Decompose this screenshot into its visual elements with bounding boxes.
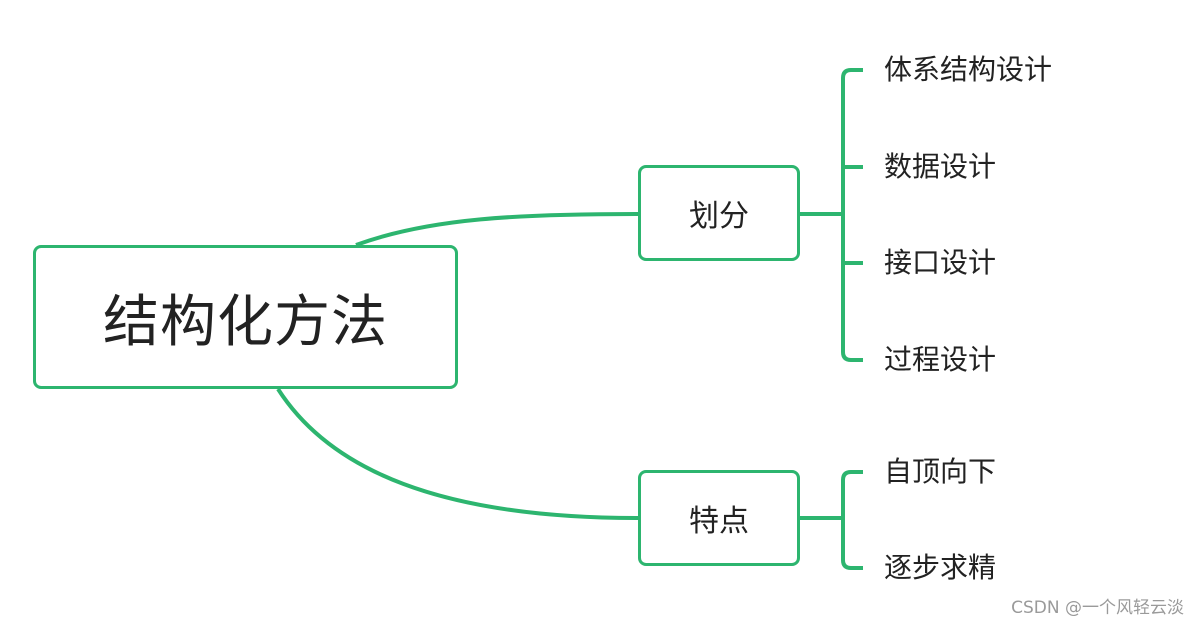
connector-branch-1-bracket <box>841 68 863 362</box>
connector-root-to-branch-1 <box>355 212 639 247</box>
root-node[interactable]: 结构化方法 <box>33 245 458 389</box>
leaf-architecture-design[interactable]: 体系结构设计 <box>884 53 1053 86</box>
leaf-data-design[interactable]: 数据设计 <box>884 150 997 183</box>
connector-branch-2-bracket <box>841 470 863 570</box>
branch-node-features[interactable]: 特点 <box>638 470 800 566</box>
leaf-process-design[interactable]: 过程设计 <box>884 343 997 376</box>
leaf-stepwise-refinement[interactable]: 逐步求精 <box>884 551 997 584</box>
branch-node-label: 划分 <box>689 199 749 234</box>
watermark: CSDN @一个风轻云淡 <box>1011 598 1184 618</box>
leaf-top-down[interactable]: 自顶向下 <box>884 455 997 488</box>
root-node-label: 结构化方法 <box>103 289 388 355</box>
leaf-interface-design[interactable]: 接口设计 <box>884 246 997 279</box>
connector-root-to-branch-2 <box>276 387 639 520</box>
branch-node-label: 特点 <box>689 504 749 539</box>
branch-node-division[interactable]: 划分 <box>638 165 800 261</box>
